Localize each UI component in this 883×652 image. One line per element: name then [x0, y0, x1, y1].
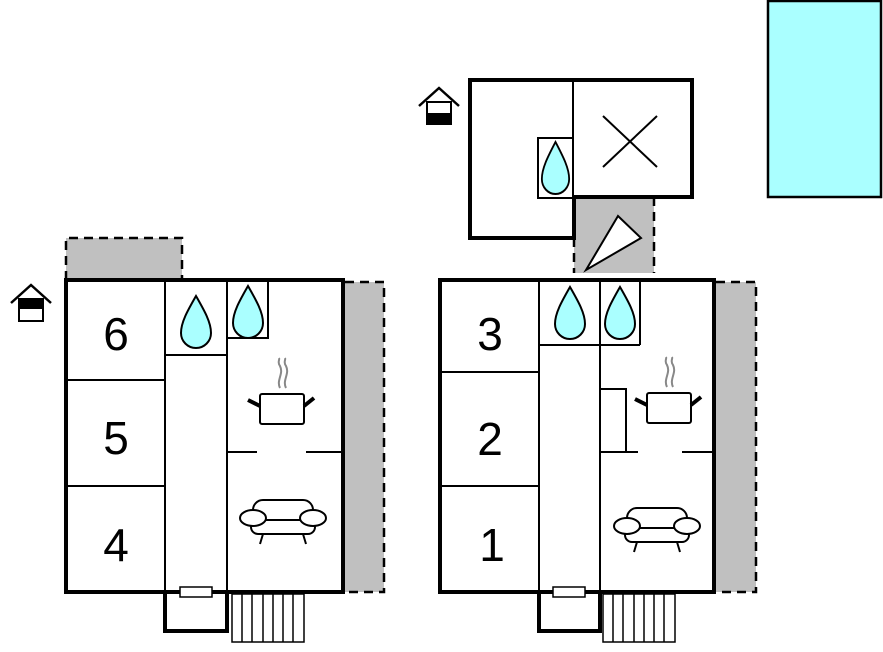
- right-building: 3 2 1: [438, 278, 758, 643]
- door-mat: [179, 586, 213, 598]
- bathroom-drop-icon: [179, 293, 213, 349]
- bathroom-drop-icon: [603, 284, 637, 340]
- house-level-icon: [418, 86, 460, 125]
- bathroom-drop-icon: [231, 283, 265, 339]
- stairs-icon: [602, 593, 676, 643]
- bathroom-drop-icon: [540, 139, 571, 195]
- house-level-icon: [10, 283, 52, 322]
- cross-room-icon: [602, 115, 658, 168]
- door-mat: [552, 586, 586, 598]
- room-number: 5: [103, 412, 129, 464]
- pool: [766, 0, 883, 199]
- room-number: 1: [479, 519, 505, 571]
- room-number: 4: [103, 519, 129, 571]
- direction-arrow-icon: [583, 214, 643, 273]
- bathroom-drop-icon: [553, 284, 587, 340]
- room-number: 3: [477, 308, 503, 360]
- kitchen-pot-icon: [247, 357, 316, 425]
- sofa-icon: [239, 499, 327, 545]
- room-number: 2: [477, 413, 503, 465]
- annex-building: [418, 78, 694, 273]
- kitchen-pot-icon: [634, 356, 703, 424]
- stairs-icon: [231, 593, 305, 643]
- left-building: 6 5 4: [10, 236, 386, 643]
- sofa-icon: [613, 507, 701, 553]
- room-number: 6: [103, 308, 129, 360]
